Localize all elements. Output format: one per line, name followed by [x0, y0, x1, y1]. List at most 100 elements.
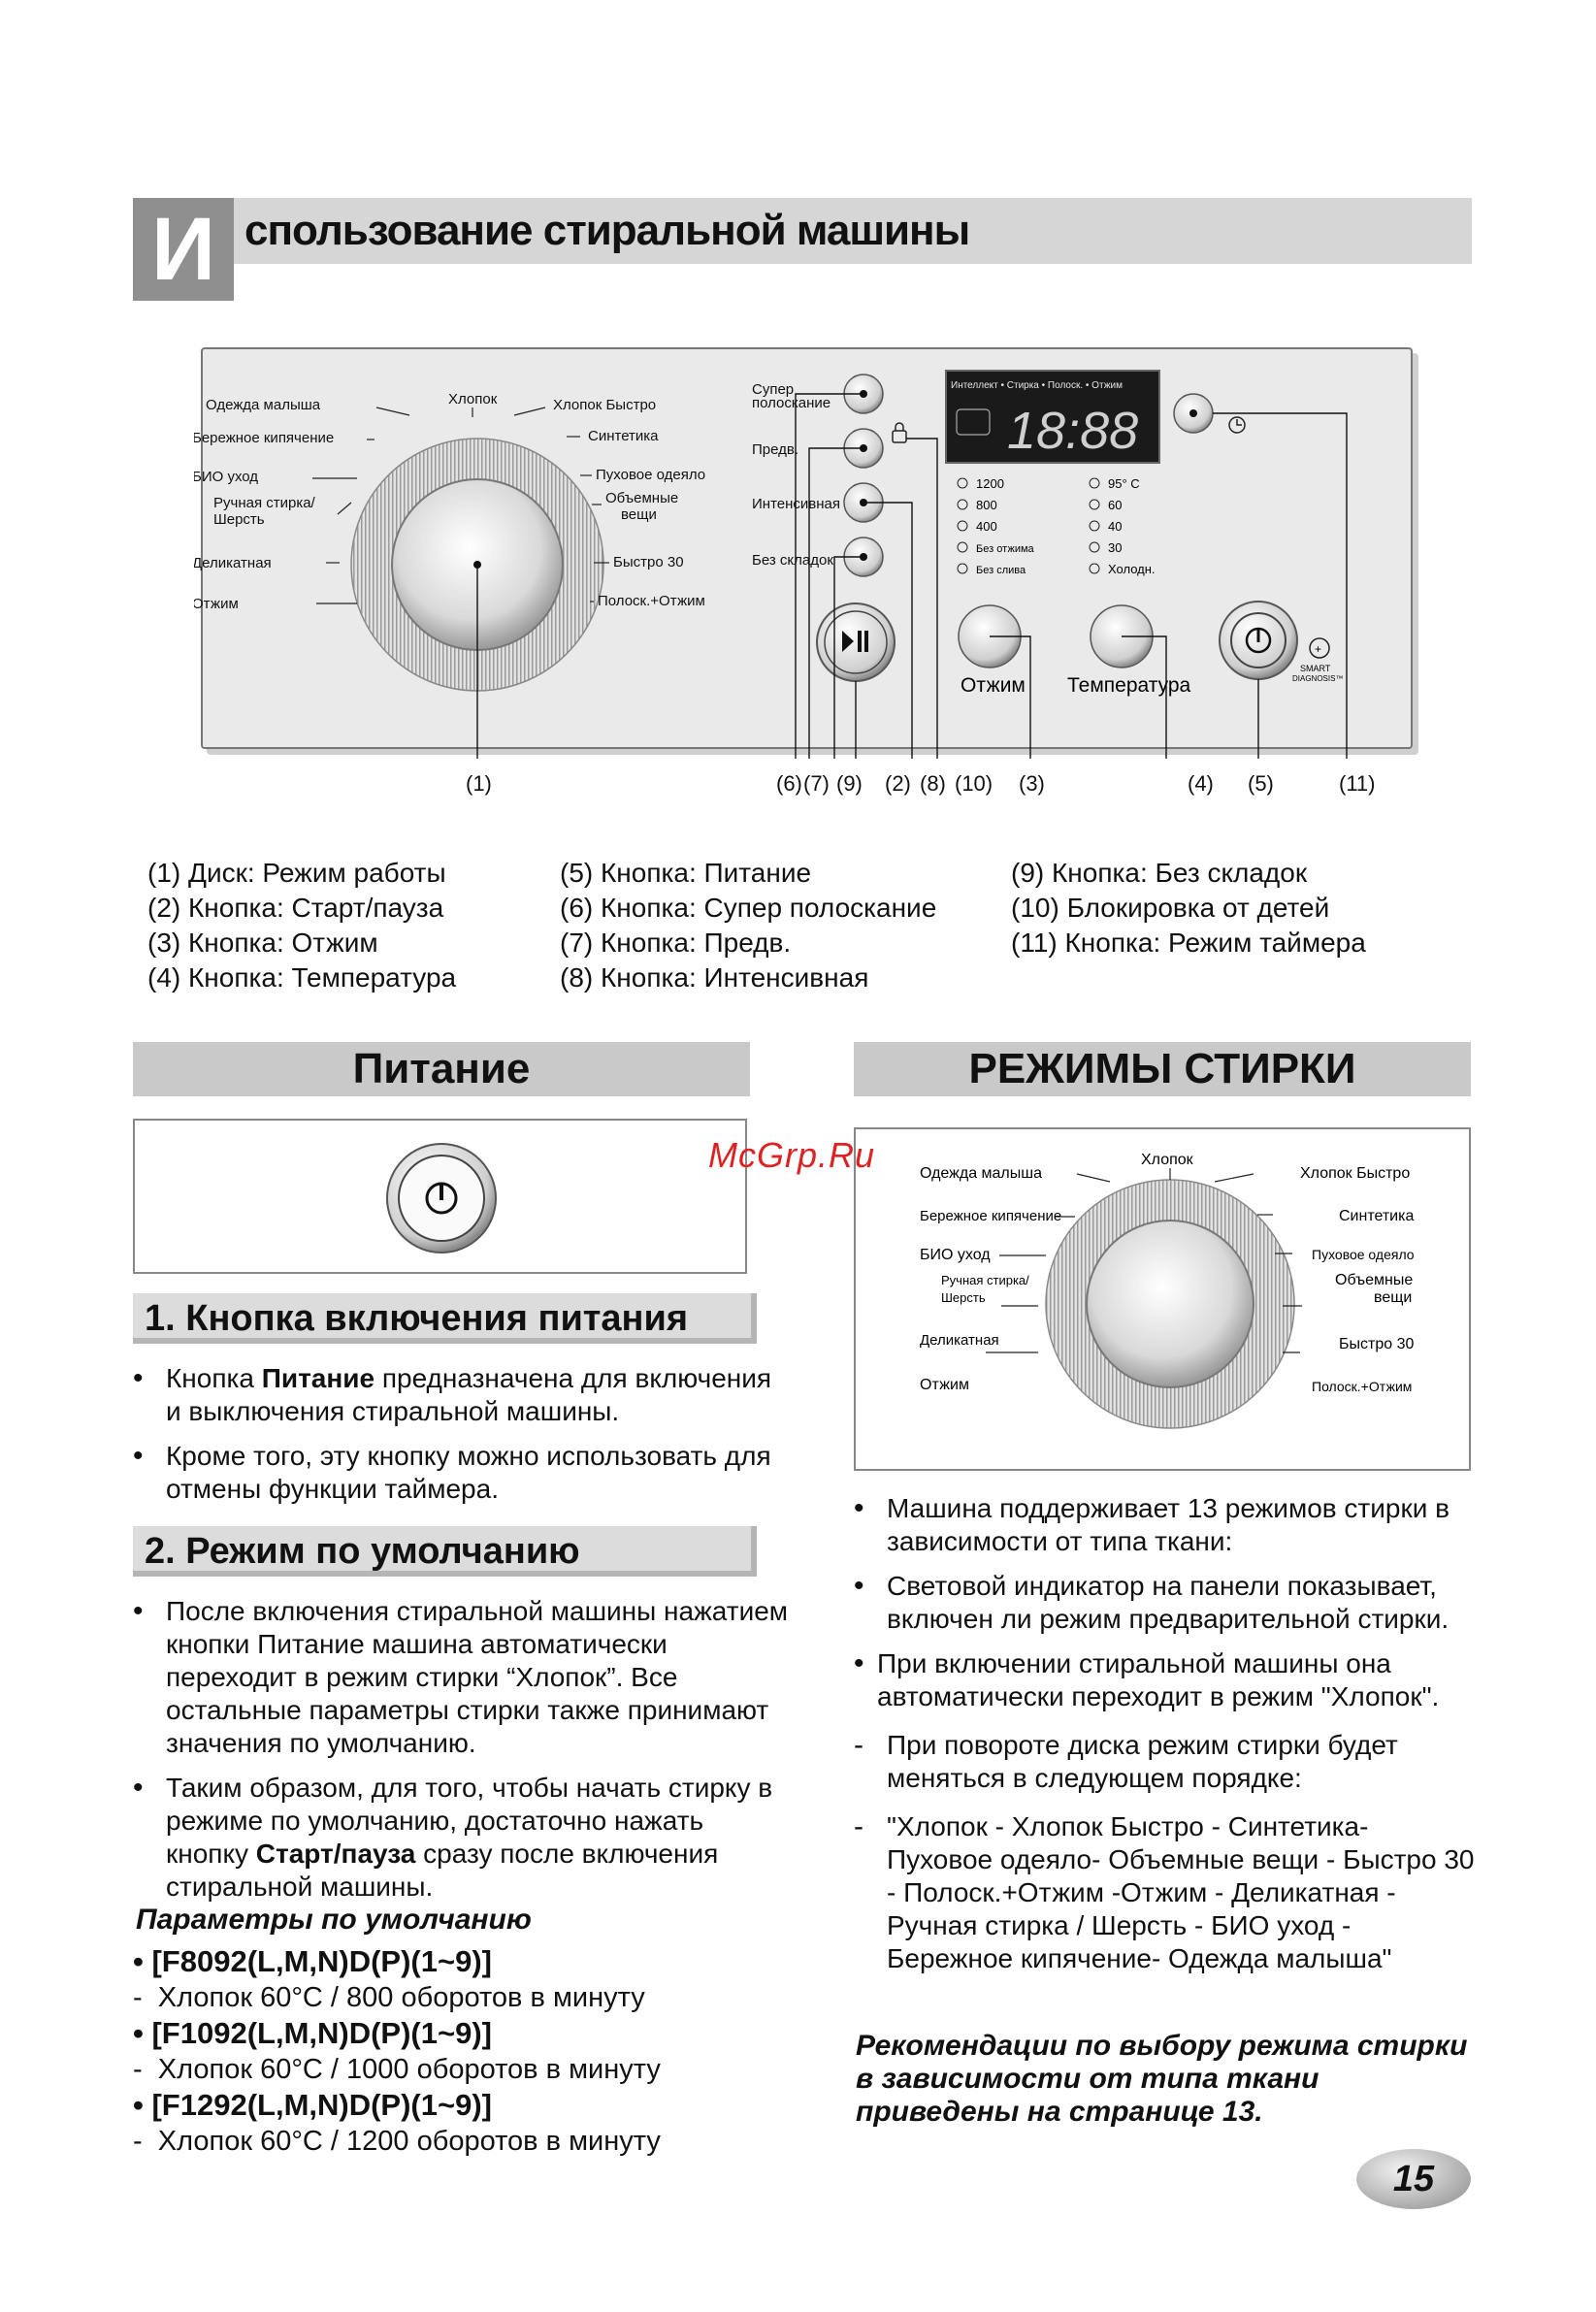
child-lock-icon	[892, 422, 907, 443]
timer-button[interactable]	[1173, 393, 1214, 434]
svg-text:60: 60	[1108, 498, 1122, 512]
legend-column-2: (5) Кнопка: Питание (6) Кнопка: Супер по…	[560, 856, 936, 995]
legend-item: (10) Блокировка от детей	[1011, 893, 1330, 923]
lcd-display: Интеллект • Стирка • Полоск. • Отжим 18:…	[945, 370, 1160, 464]
spin-button-label: Отжим	[961, 674, 1026, 697]
dial-label-bulky-2: вещи	[1374, 1289, 1412, 1306]
dial-label-hand-wash: Ручная стирка/	[213, 495, 316, 511]
svg-text:(6): (6)	[776, 771, 802, 796]
svg-text:40: 40	[1108, 519, 1122, 534]
wash-modes-dial-illustration: Одежда малыша Бережное кипячение БИО ухо…	[854, 1127, 1471, 1471]
power-button-illustration	[133, 1119, 747, 1274]
svg-text:1200: 1200	[976, 476, 1004, 491]
default-mode-subheader: 2. Режим по умолчанию	[133, 1526, 757, 1577]
svg-text:Холодн.: Холодн.	[1108, 562, 1156, 576]
smart-diagnosis-icon: +	[1309, 637, 1330, 659]
dial-label-wool: Шерсть	[213, 511, 265, 528]
spec-3: - Хлопок 60°C / 1200 оборотов в минуту	[133, 2126, 661, 2157]
svg-text:(2): (2)	[885, 771, 911, 796]
svg-text:30: 30	[1108, 540, 1122, 555]
label-no-crease: Без складок	[752, 552, 833, 569]
clock-icon	[1228, 416, 1246, 434]
list-item: После включения стиральной машины нажати…	[133, 1595, 793, 1760]
legend-item: (5) Кнопка: Питание	[560, 858, 812, 888]
legend-column-1: (1) Диск: Режим работы (2) Кнопка: Старт…	[147, 856, 456, 995]
list-item: Кроме того, эту кнопку можно использоват…	[133, 1440, 793, 1506]
dial-label-hand-wash: Ручная стирка/	[941, 1273, 1029, 1287]
dial-label-bio: БИО уход	[194, 469, 258, 485]
dial-label-delicate: Деликатная	[920, 1332, 999, 1349]
svg-text:(10): (10)	[955, 771, 993, 796]
legend-item: (8) Кнопка: Интенсивная	[560, 962, 869, 993]
power-section-header: Питание	[133, 1042, 750, 1096]
dial-label-cotton-quick: Хлопок Быстро	[1300, 1165, 1410, 1182]
pause-icon	[858, 631, 862, 652]
list-item: Световой индикатор на панели показывает,…	[854, 1570, 1475, 1636]
control-panel-diagram: Одежда малыша Бережное кипячение БИО ухо…	[194, 370, 1376, 796]
dial-label-cotton: Хлопок	[1141, 1152, 1194, 1168]
label-prewash: Предв.	[752, 441, 798, 458]
list-item: "Хлопок - Хлопок Быстро - Синтетика- Пух…	[854, 1810, 1475, 1975]
temperature-button-label: Температура	[1067, 674, 1191, 697]
dial-label-duvet: Пуховое одеяло	[1312, 1247, 1415, 1262]
title-bar	[133, 198, 1472, 264]
wash-modes-description: Машина поддерживает 13 режимов стирки в …	[854, 1492, 1475, 1987]
model-3: • [F1292(L,M,N)D(P)(1~9)]	[133, 2088, 492, 2122]
svg-text:+: +	[1315, 642, 1321, 656]
dial-label-gentle-boil: Бережное кипячение	[920, 1208, 1061, 1224]
dial-label-bulky: Объемные	[605, 490, 678, 506]
svg-text:(11): (11)	[1339, 771, 1376, 796]
default-mode-description: После включения стиральной машины нажати…	[133, 1595, 793, 1915]
dial-label-spin: Отжим	[920, 1377, 969, 1393]
svg-text:Без отжима: Без отжима	[976, 543, 1035, 555]
dial-label-baby: Одежда малыша	[206, 397, 321, 413]
defaults-title: Параметры по умолчанию	[136, 1904, 532, 1936]
recommendation-note: Рекомендации по выбору режима стирки в з…	[856, 2030, 1468, 2128]
svg-text:800: 800	[976, 498, 997, 512]
svg-text:95° C: 95° C	[1108, 476, 1140, 491]
dial-label-bulky-2: вещи	[621, 506, 657, 523]
default-parameters-list: • [F8092(L,M,N)D(P)(1~9)] - Хлопок 60°C …	[133, 1943, 793, 2159]
dial-label-spin: Отжим	[194, 596, 239, 612]
play-icon	[842, 631, 854, 652]
spec-2: - Хлопок 60°C / 1000 оборотов в минуту	[133, 2054, 661, 2085]
model-2: • [F1092(L,M,N)D(P)(1~9)]	[133, 2016, 492, 2050]
legend-item: (3) Кнопка: Отжим	[147, 928, 378, 958]
spec-1: - Хлопок 60°C / 800 оборотов в минуту	[133, 1982, 645, 2013]
spin-options: 1200 800 400 Без отжима Без слива	[957, 476, 1035, 576]
power-button-description: Кнопка Питание предназначена для включен…	[133, 1362, 793, 1517]
start-pause-button[interactable]	[816, 602, 896, 682]
title-initial-letter: И	[133, 198, 234, 301]
svg-text:(5): (5)	[1248, 771, 1274, 796]
legend-item: (9) Кнопка: Без складок	[1011, 858, 1308, 888]
label-super-rinse: Супер	[752, 381, 794, 398]
dial-label-synthetic: Синтетика	[588, 428, 659, 444]
smart-diagnosis-label: SMART	[1300, 664, 1331, 673]
page-title: спользование стиральной машины	[244, 207, 970, 254]
page-number: 15	[1356, 2149, 1471, 2209]
legend-item: (11) Кнопка: Режим таймера	[1011, 928, 1366, 958]
panel-callouts: (1) (6) (7) (9) (2) (8) (10) (3) (4) (5)…	[466, 771, 1376, 796]
dial-label-cotton-quick: Хлопок Быстро	[553, 397, 656, 413]
list-item: При повороте диска режим стирки будет ме…	[854, 1729, 1475, 1795]
list-item: Машина поддерживает 13 режимов стирки в …	[854, 1492, 1475, 1558]
dial-label-rinse-spin: Полоск.+Отжим	[598, 593, 705, 609]
svg-text:(7): (7)	[803, 771, 830, 796]
program-dial	[1045, 1179, 1295, 1429]
legend-item: (1) Диск: Режим работы	[147, 858, 446, 888]
dial-label-quick30: Быстро 30	[613, 554, 684, 570]
watermark: McGrp.Ru	[708, 1135, 876, 1175]
list-item: При включении стиральной машины она авто…	[854, 1647, 1475, 1713]
label-super-rinse-2: полоскание	[752, 395, 831, 411]
display-header: Интеллект • Стирка • Полоск. • Отжим	[951, 380, 1123, 391]
legend-item: (4) Кнопка: Температура	[147, 962, 457, 993]
power-button[interactable]	[1219, 601, 1298, 680]
svg-text:(8): (8)	[920, 771, 946, 796]
svg-text:(9): (9)	[836, 771, 863, 796]
dial-label-delicate: Деликатная	[194, 555, 272, 571]
program-dial[interactable]	[350, 438, 604, 692]
dial-label-baby: Одежда малыша	[920, 1165, 1042, 1182]
dial-label-duvet: Пуховое одеяло	[596, 467, 705, 483]
dial-label-bulky: Объемные	[1335, 1272, 1413, 1288]
dial-label-wool: Шерсть	[941, 1290, 986, 1305]
